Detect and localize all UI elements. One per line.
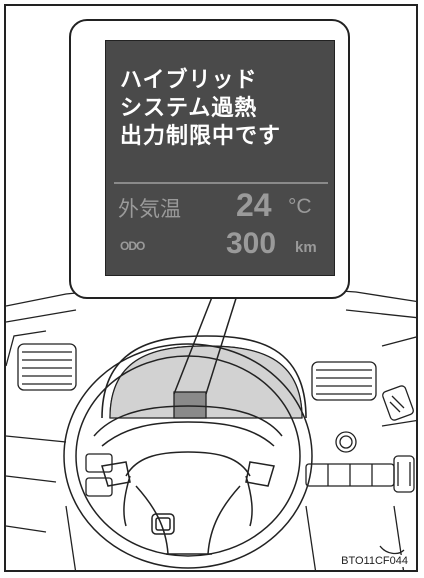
warning-message-line-2: システム過熱 bbox=[120, 96, 258, 121]
dashboard-illustration bbox=[6, 287, 416, 570]
instrument-cluster bbox=[109, 345, 303, 419]
warning-message-line-1: ハイブリッド bbox=[120, 68, 258, 93]
illustration-frame: ハイブリッド システム過熱 出力制限中です 外気温 24 °C ODO 300 … bbox=[4, 4, 418, 572]
warning-message: ハイブリッド システム過熱 出力制限中です bbox=[120, 67, 281, 151]
odometer-value: 300 bbox=[226, 227, 277, 260]
odometer-label: ODO bbox=[120, 239, 145, 253]
divider bbox=[114, 182, 328, 184]
outside-temp-label: 外気温 bbox=[118, 197, 181, 221]
steering-wheel bbox=[63, 343, 313, 569]
outside-temp-value: 24 bbox=[236, 187, 272, 223]
multi-information-display bbox=[173, 391, 207, 419]
warning-message-line-3: 出力制限中です bbox=[120, 124, 282, 149]
figure-code: BTO11CF044 bbox=[339, 555, 410, 567]
outside-temp-unit: °C bbox=[288, 195, 312, 218]
odometer-unit: km bbox=[295, 239, 317, 256]
display-screen: ハイブリッド システム過熱 出力制限中です 外気温 24 °C ODO 300 … bbox=[105, 40, 335, 276]
